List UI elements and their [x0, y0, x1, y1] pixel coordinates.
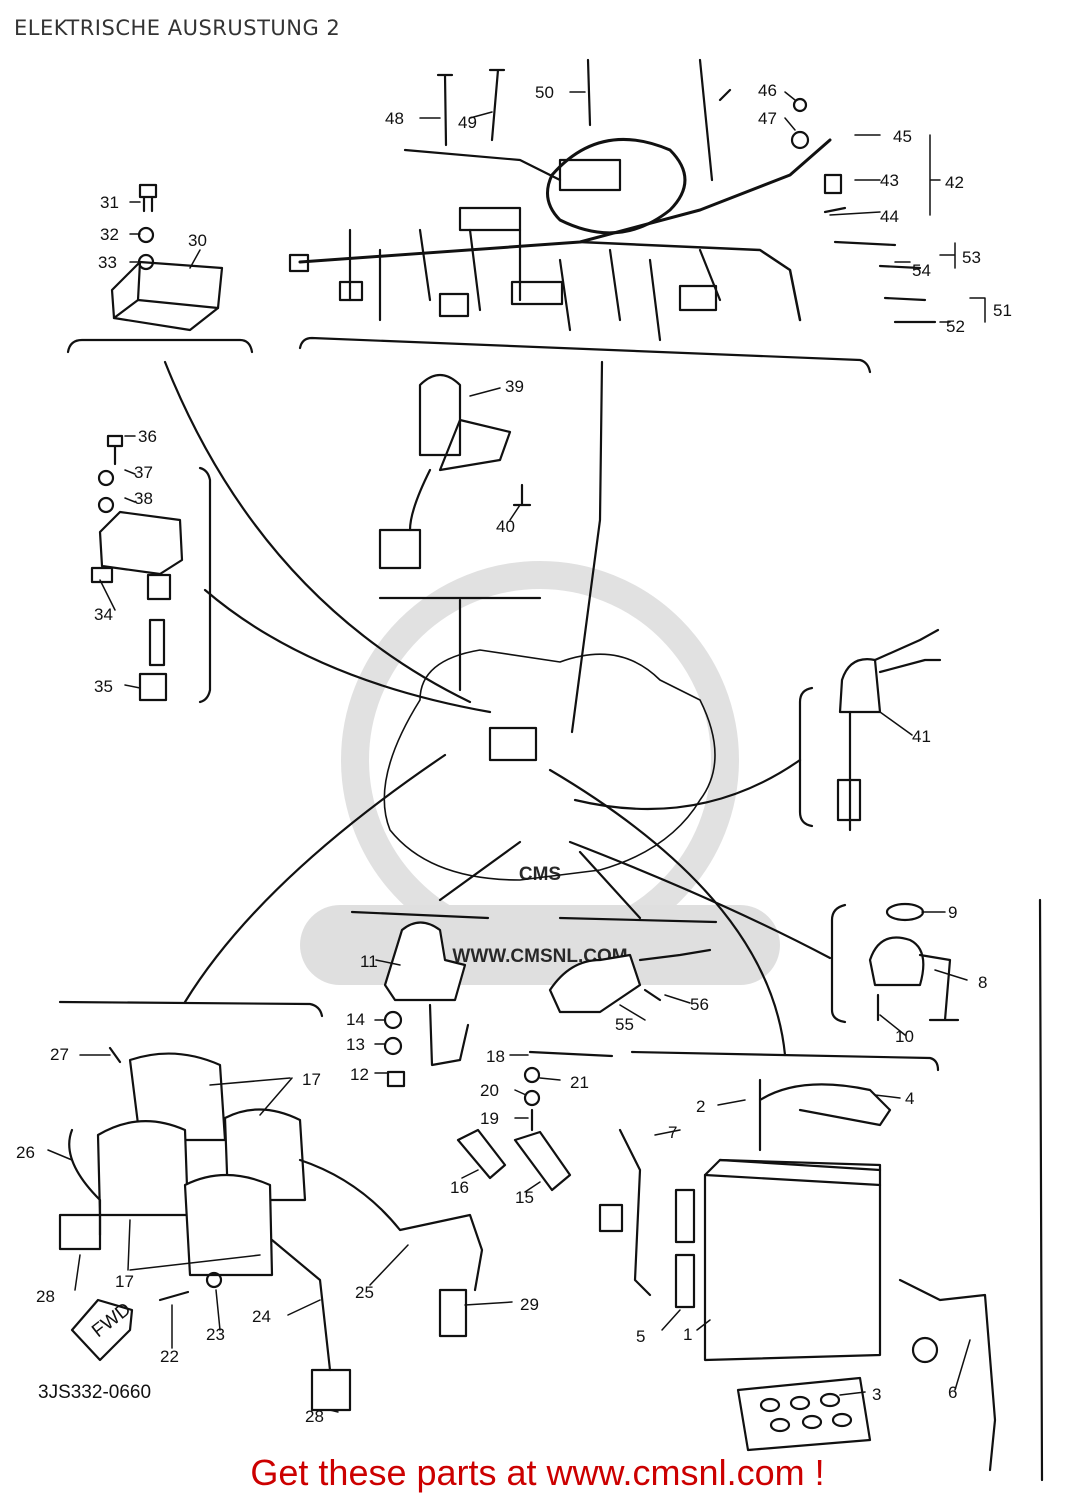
callout-40: 40: [496, 517, 515, 536]
callout-18: 18: [486, 1047, 505, 1066]
group-bracket-8: [830, 903, 847, 1024]
callout-7: 7: [668, 1123, 677, 1142]
callout-52: 52: [946, 317, 965, 336]
frame-right: [1038, 898, 1044, 1482]
page-title: ELEKTRISCHE AUSRUSTUNG 2: [14, 16, 341, 40]
callout-50: 50: [535, 83, 554, 102]
group-bracket-17: [58, 1000, 324, 1018]
callout-53: 53: [962, 248, 981, 267]
callout-5: 5: [636, 1327, 645, 1346]
callout-54: 54: [912, 261, 931, 280]
callout-45: 45: [893, 127, 912, 146]
callout-28: 28: [36, 1287, 55, 1306]
callout-2: 2: [696, 1097, 705, 1116]
callout-14: 14: [346, 1010, 365, 1029]
group-bracket-30: [66, 338, 254, 354]
footer-link-text[interactable]: Get these parts at www.cmsnl.com !: [250, 1452, 825, 1493]
callout-42: 42: [945, 173, 964, 192]
callout-51: 51: [993, 301, 1012, 320]
callout-47: 47: [758, 109, 777, 128]
callout-17b: 17: [115, 1272, 134, 1291]
callout-13: 13: [346, 1035, 365, 1054]
callout-6: 6: [948, 1383, 957, 1402]
callout-labels: 48 49 50 46 47 45 43 42 44 53 54 51 52 3…: [16, 81, 1012, 1426]
watermark-logo-text: CMS: [519, 864, 561, 885]
group-bracket-41: [798, 686, 814, 828]
callout-26: 26: [16, 1143, 35, 1162]
callout-9: 9: [948, 903, 957, 922]
reference-code: 3JS332-0660: [38, 1382, 151, 1403]
forward-arrow-icon: [70, 1298, 134, 1362]
callout-36: 36: [138, 427, 157, 446]
callout-22: 22: [160, 1347, 179, 1366]
callout-24: 24: [252, 1307, 271, 1326]
callout-10: 10: [895, 1027, 914, 1046]
callout-35: 35: [94, 677, 113, 696]
callout-43: 43: [880, 171, 899, 190]
callout-8: 8: [978, 973, 987, 992]
callout-3: 3: [872, 1385, 881, 1404]
callout-4: 4: [905, 1089, 914, 1108]
callout-19: 19: [480, 1109, 499, 1128]
group-bracket-battery: [630, 1050, 940, 1072]
callout-33: 33: [98, 253, 117, 272]
callout-38: 38: [134, 489, 153, 508]
callout-41: 41: [912, 727, 931, 746]
group-bracket-55: [558, 916, 718, 924]
watermark-logo: CMS WWW.CMSNL.COM: [300, 561, 780, 985]
callout-28b: 28: [305, 1407, 324, 1426]
group-bracket-harness: [298, 336, 872, 374]
callout-44: 44: [880, 207, 899, 226]
callout-11: 11: [360, 952, 378, 971]
callout-46: 46: [758, 81, 777, 100]
callout-29: 29: [520, 1295, 539, 1314]
callout-49: 49: [458, 113, 477, 132]
callout-23: 23: [206, 1325, 225, 1344]
group-bracket-11: [350, 910, 490, 920]
callout-16: 16: [450, 1178, 469, 1197]
callout-20: 20: [480, 1081, 499, 1100]
callout-21: 21: [570, 1073, 589, 1092]
callout-34: 34: [94, 605, 113, 624]
callout-15: 15: [515, 1188, 534, 1207]
callout-12: 12: [350, 1065, 369, 1084]
callout-37: 37: [134, 463, 153, 482]
callout-55: 55: [615, 1015, 634, 1034]
callout-31: 31: [100, 193, 119, 212]
callout-48: 48: [385, 109, 404, 128]
callout-56: 56: [690, 995, 709, 1014]
callout-17: 17: [302, 1070, 321, 1089]
group-bracket-34: [198, 466, 212, 704]
callout-39: 39: [505, 377, 524, 396]
callout-25: 25: [355, 1283, 374, 1302]
callout-30: 30: [188, 231, 207, 250]
callout-27: 27: [50, 1045, 69, 1064]
callout-1: 1: [683, 1325, 692, 1344]
callout-32: 32: [100, 225, 119, 244]
